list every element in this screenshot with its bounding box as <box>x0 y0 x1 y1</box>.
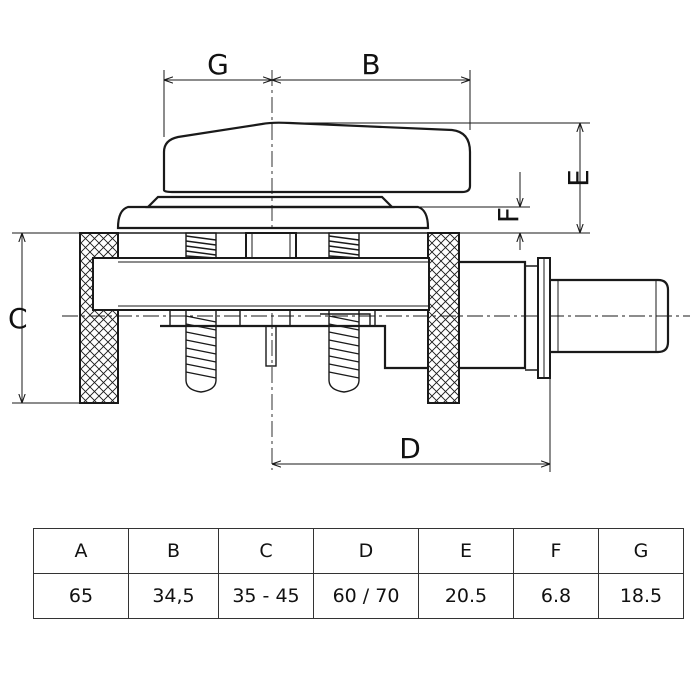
table-value-cell: 65 <box>33 573 129 619</box>
dimension-g: G <box>163 48 272 137</box>
dimension-c: C <box>8 232 80 404</box>
knob-base <box>116 195 430 234</box>
dimension-e: E <box>300 122 595 234</box>
table-header-cell: E <box>418 528 514 574</box>
dimension-label-g: G <box>207 48 229 81</box>
table-header-cell: F <box>513 528 599 574</box>
table-value-cell: 34,5 <box>128 573 219 619</box>
table-value-cell: 60 / 70 <box>313 573 419 619</box>
spring-top-left <box>185 232 217 259</box>
dimension-b: B <box>272 48 471 130</box>
spring-bottom-left <box>185 309 217 393</box>
table-header-cell: G <box>598 528 684 574</box>
dimension-f: F <box>392 172 530 250</box>
housing-right-wall <box>427 232 460 404</box>
table-header-cell: D <box>313 528 419 574</box>
lower-mechanism <box>160 309 428 370</box>
table-header-cell: B <box>128 528 219 574</box>
knob-cap <box>162 121 472 194</box>
spring-top-right <box>328 232 360 259</box>
dimension-label-c: C <box>8 302 28 335</box>
dimension-table: A B C D E F G 65 34,5 35 - 45 60 / 70 20… <box>33 528 684 619</box>
bolt <box>550 278 670 354</box>
dimension-label-d: D <box>399 432 421 465</box>
spring-bottom-right <box>328 309 360 393</box>
dimension-label-b: B <box>361 48 380 81</box>
table-value-cell: 18.5 <box>598 573 684 619</box>
center-pin <box>245 232 297 259</box>
table-header-cell: C <box>218 528 314 574</box>
side-bolt-housing <box>459 257 551 379</box>
table-value-cell: 6.8 <box>513 573 599 619</box>
dimension-label-f: F <box>492 207 525 223</box>
dimension-d: D <box>272 378 551 472</box>
table-header-row: A B C D E F G <box>33 528 684 574</box>
table-value-cell: 20.5 <box>418 573 514 619</box>
table-header-cell: A <box>33 528 129 574</box>
table-value-cell: 35 - 45 <box>218 573 314 619</box>
central-plate <box>92 257 430 311</box>
technical-drawing: G B E F C D <box>8 48 690 472</box>
table-value-row: 65 34,5 35 - 45 60 / 70 20.5 6.8 18.5 <box>33 573 684 619</box>
dimension-label-e: E <box>562 169 595 187</box>
